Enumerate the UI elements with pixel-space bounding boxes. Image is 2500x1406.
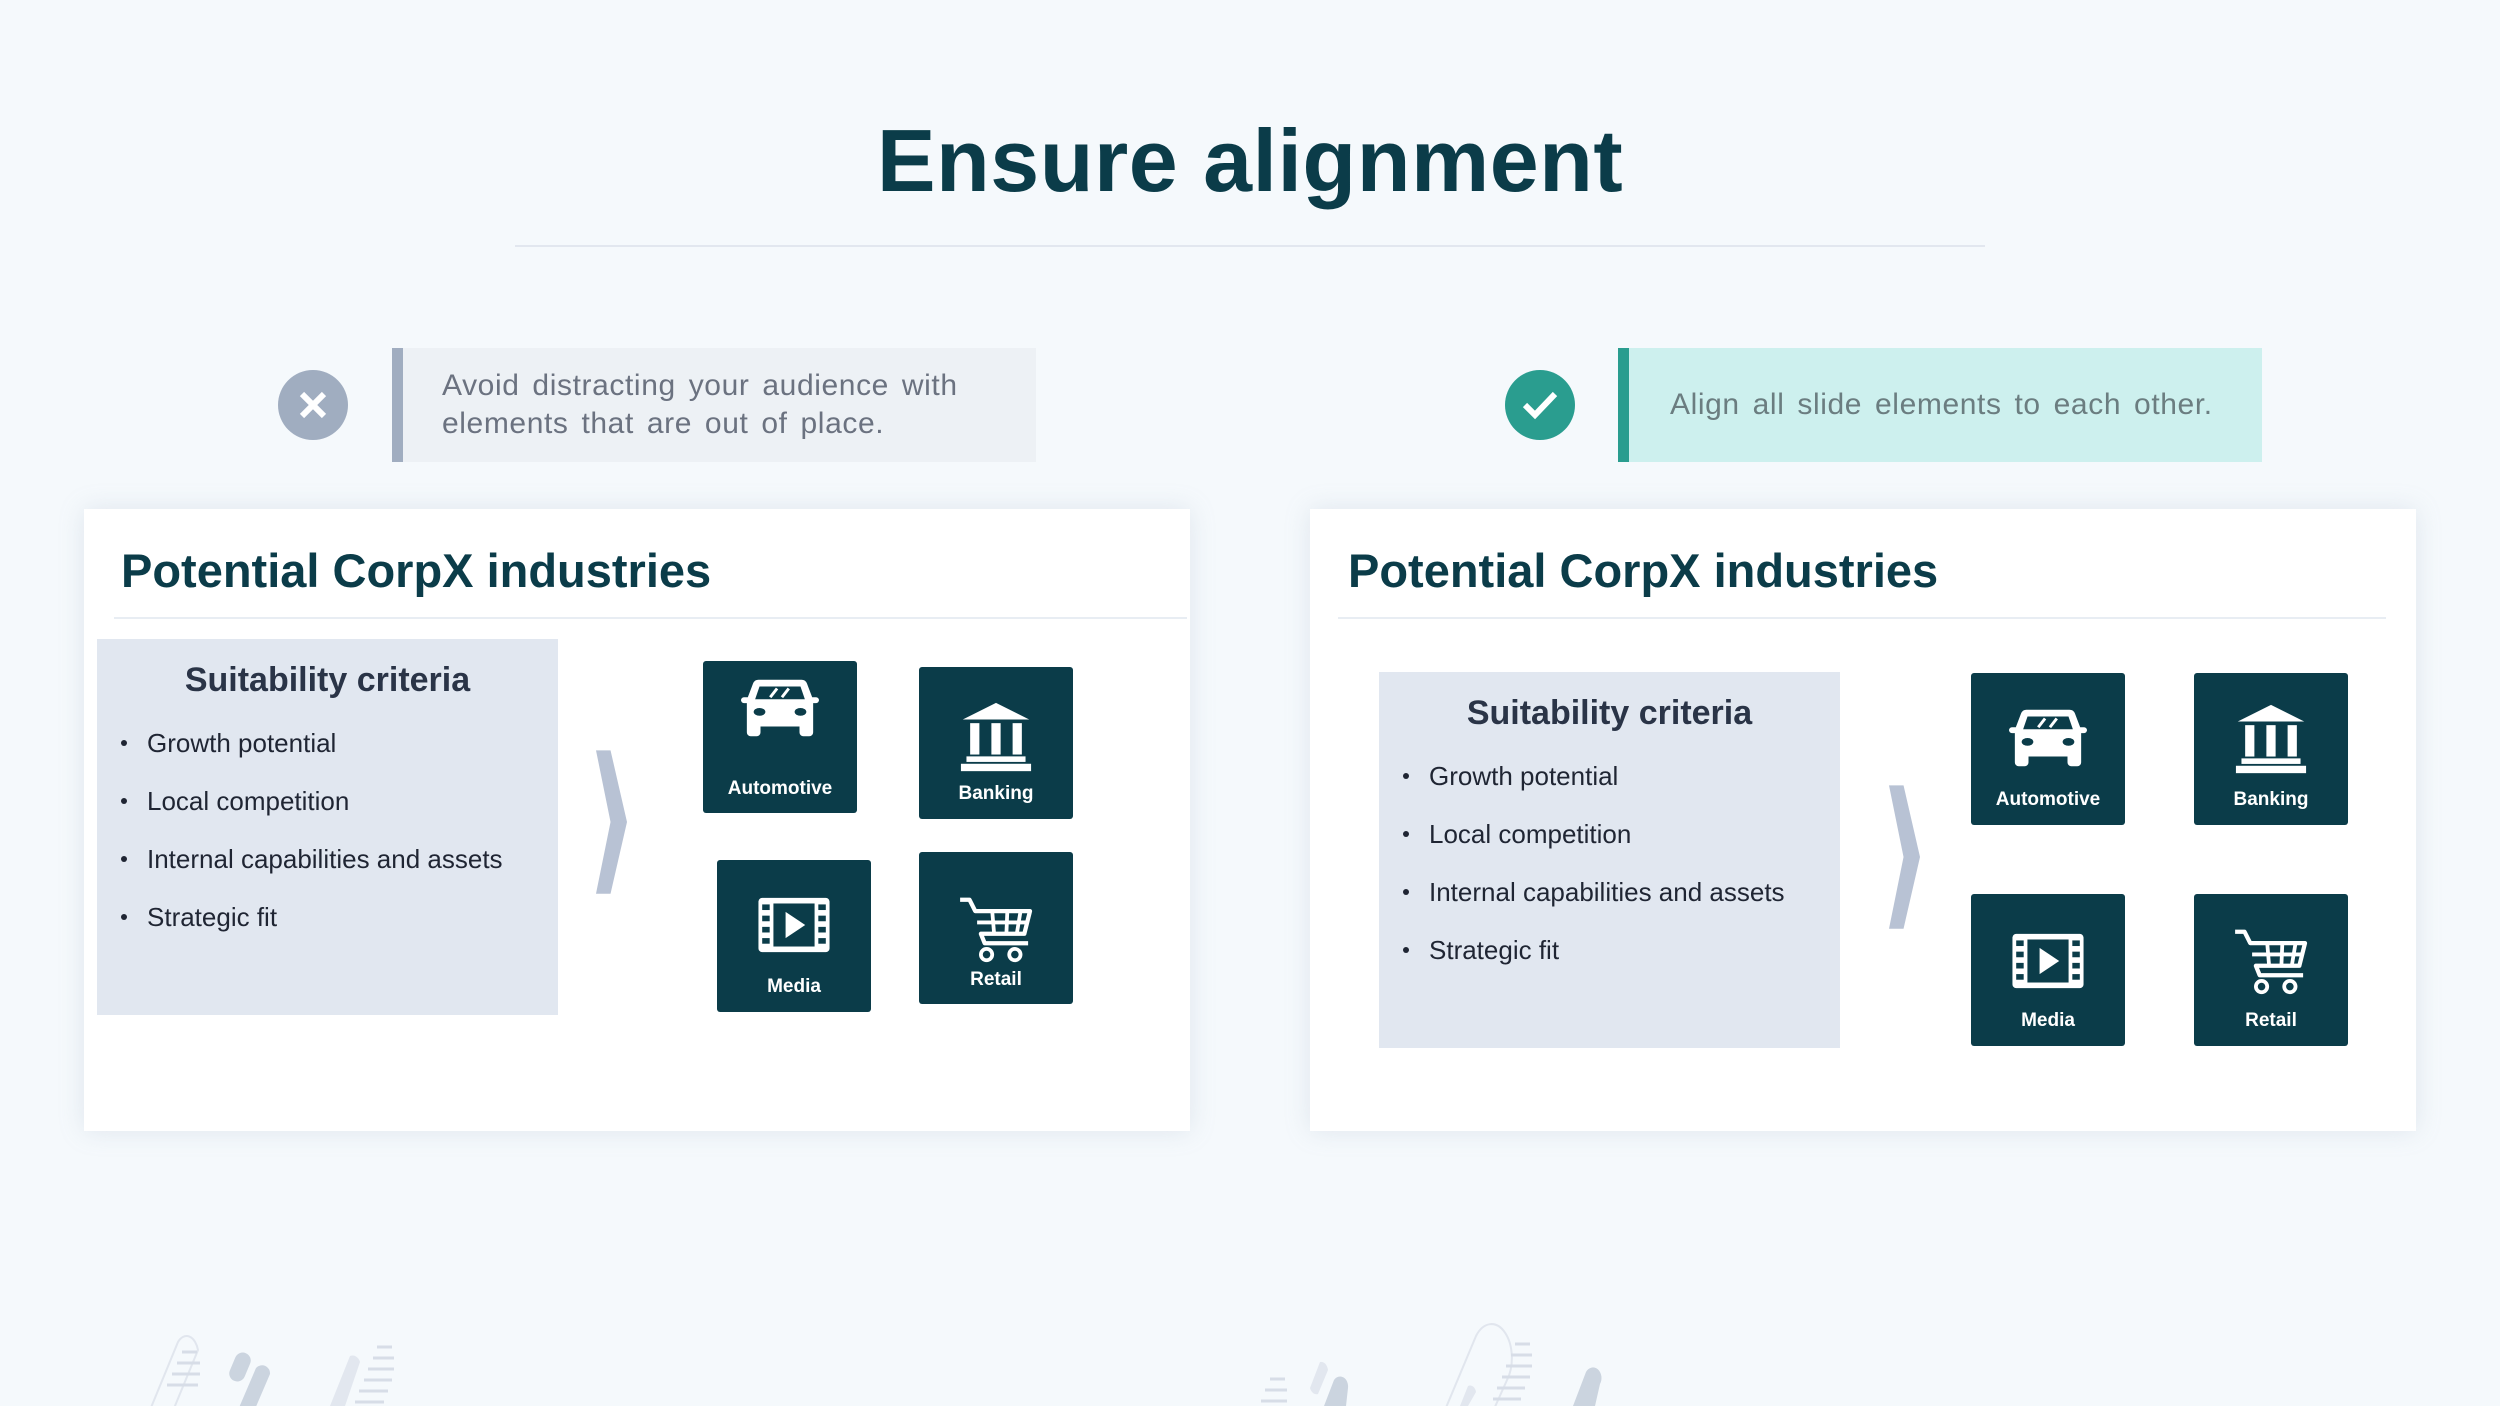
tile-label: Media [2021, 1010, 2075, 1031]
tile-retail: Retail [919, 852, 1073, 1004]
tile-label: Automotive [727, 778, 833, 799]
tile-automotive: Automotive [1971, 673, 2125, 825]
shopping-cart-icon [2233, 928, 2309, 996]
tile-banking: Banking [2194, 673, 2348, 825]
callout-accent-bar [392, 348, 403, 462]
criteria-title: Suitability criteria [1466, 694, 1753, 732]
tile-label: Banking [2233, 789, 2309, 810]
criteria-item: Internal capabilities and assets [1379, 876, 1785, 934]
decorative-background-shapes [150, 1323, 1602, 1406]
shopping-cart-icon [958, 896, 1034, 964]
criteria-item: Strategic fit [1379, 934, 1785, 992]
x-circle-icon [278, 370, 348, 440]
tile-media: Media [717, 860, 871, 1012]
card-divider [114, 617, 1187, 619]
title-divider [515, 245, 1985, 247]
bad-example-text: Avoid distracting your audience with ele… [442, 369, 958, 440]
car-icon [2009, 705, 2087, 769]
card-title: Potential CorpX industries [1348, 544, 1939, 597]
film-play-icon [756, 896, 832, 954]
film-play-icon [2010, 932, 2086, 990]
bank-icon [2233, 703, 2309, 775]
criteria-item: Growth potential [97, 727, 503, 785]
criteria-item: Strategic fit [97, 901, 503, 959]
callout-accent-bar [1618, 348, 1629, 462]
card-divider [1338, 617, 2386, 619]
bad-example-slide-card: Potential CorpX industries Suitability c… [84, 509, 1190, 1131]
criteria-box: Suitability criteria Growth potential Lo… [97, 639, 558, 1015]
good-example-callout: Align all slide elements to each other. [1618, 348, 2262, 462]
tile-banking: Banking [919, 667, 1073, 819]
card-title: Potential CorpX industries [121, 544, 712, 597]
tile-label: Retail [970, 969, 1022, 990]
tile-label: Retail [2245, 1010, 2297, 1031]
criteria-item: Local competition [1379, 818, 1785, 876]
criteria-box: Suitability criteria Growth potential Lo… [1379, 672, 1840, 1048]
good-example-slide-card: Potential CorpX industries Suitability c… [1310, 509, 2416, 1131]
criteria-item: Growth potential [1379, 760, 1785, 818]
tile-media: Media [1971, 894, 2125, 1046]
tile-retail: Retail [2194, 894, 2348, 1046]
tile-label: Banking [958, 783, 1034, 804]
good-example-text: Align all slide elements to each other. [1670, 388, 2213, 421]
chevron-right-icon [596, 749, 627, 895]
criteria-item: Internal capabilities and assets [97, 843, 503, 901]
bad-example-callout: Avoid distracting your audience with ele… [392, 348, 1036, 462]
tile-label: Media [767, 976, 821, 997]
criteria-title: Suitability criteria [184, 661, 471, 699]
car-icon [741, 675, 819, 739]
chevron-right-icon [1889, 784, 1920, 930]
tile-label: Automotive [1995, 789, 2101, 810]
criteria-list: Growth potential Local competition Inter… [97, 727, 503, 959]
criteria-item: Local competition [97, 785, 503, 843]
page-title: Ensure alignment [876, 111, 1624, 210]
criteria-list: Growth potential Local competition Inter… [1379, 760, 1785, 992]
tile-automotive: Automotive [703, 661, 857, 813]
check-circle-icon [1505, 370, 1575, 440]
bank-icon [958, 701, 1034, 773]
